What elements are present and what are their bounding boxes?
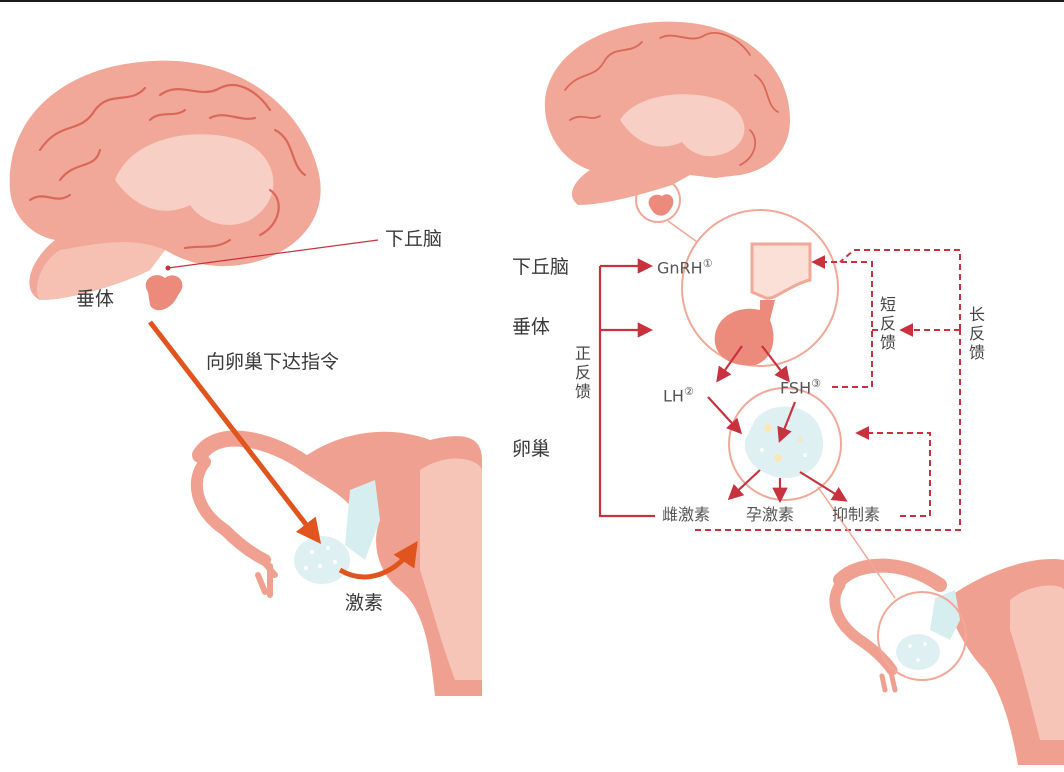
left-uterus	[190, 430, 482, 696]
hormone-label: 激素	[345, 592, 384, 614]
ovary-zoom-ring-bottom	[877, 591, 967, 681]
left-ovary-follicles	[304, 546, 337, 570]
left-hypothalamus-dot	[165, 265, 171, 271]
hypothalamus-tissue	[750, 242, 812, 300]
ovary-follicles	[764, 424, 803, 462]
pituitary-gland	[714, 300, 775, 366]
gnrh-label: GnRH①	[657, 257, 713, 278]
right-brain	[544, 21, 790, 205]
zoom-ring-small	[635, 177, 681, 223]
left-hypothalamus-label: 下丘脑	[385, 228, 443, 250]
top-border-line	[0, 0, 1064, 2]
left-brain	[9, 60, 321, 300]
row-label-hypothalamus: 下丘脑	[512, 256, 570, 278]
bottom-right-uterus	[829, 558, 1064, 765]
left-hypothalamus-pointer	[167, 239, 379, 269]
left-ovary	[294, 536, 350, 584]
hormone-arrows	[600, 258, 848, 504]
positive-feedback-label: 正反馈	[574, 344, 591, 401]
left-pituitary-label: 垂体	[76, 288, 115, 310]
zoom-connector-bottom	[817, 486, 896, 599]
bottom-ovary-follicles	[908, 642, 927, 662]
row-label-pituitary: 垂体	[512, 316, 551, 338]
output-estrogen-label: 雌激素	[662, 505, 711, 524]
fsh-label: FSH③	[780, 377, 821, 398]
lh-label: LH②	[663, 385, 694, 406]
feedback-loops	[695, 249, 961, 531]
row-label-ovary: 卵巢	[512, 438, 551, 460]
instruction-label: 向卵巢下达指令	[206, 351, 340, 373]
zoom-connector-top	[667, 220, 701, 245]
positive-feedback-line	[598, 266, 655, 518]
left-pituitary-gland	[145, 275, 183, 311]
bottom-ovary	[896, 634, 940, 670]
output-progesterone-label: 孕激素	[746, 505, 795, 524]
long-feedback-label: 长反馈	[968, 305, 985, 362]
output-inhibin-label: 抑制素	[832, 505, 881, 524]
instruction-arrow	[148, 320, 322, 544]
short-feedback-label: 短反馈	[879, 295, 896, 352]
zoom-pituitary-small	[648, 194, 674, 216]
hormone-release-arrow	[338, 540, 418, 580]
